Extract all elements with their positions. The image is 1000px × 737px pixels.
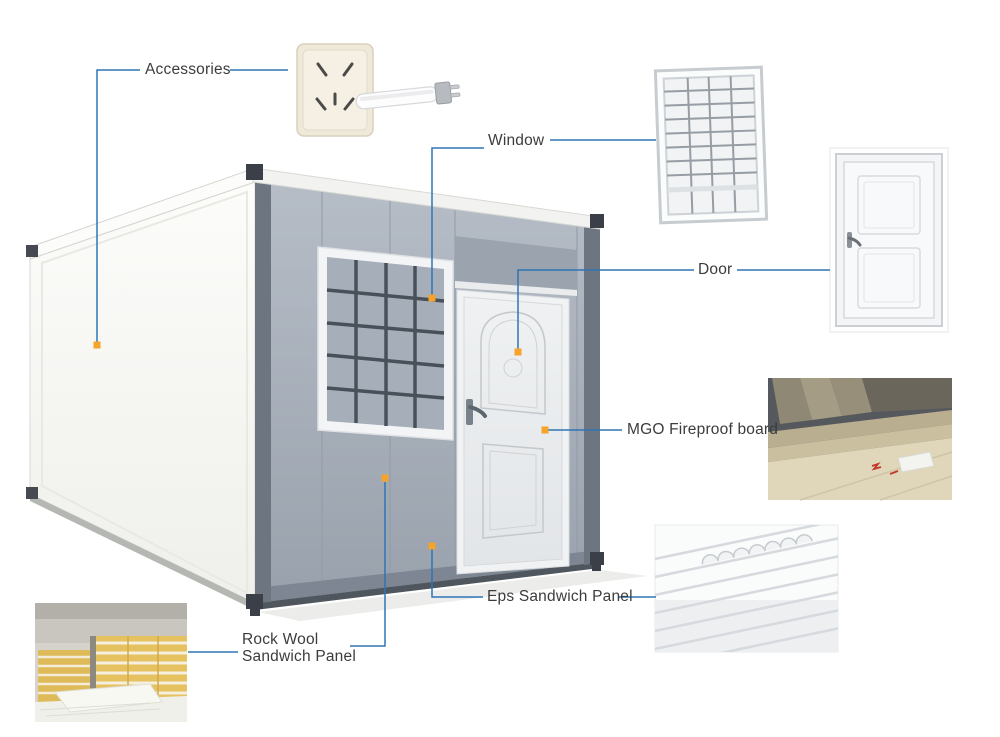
led-tube-end-cap bbox=[434, 81, 453, 105]
house-door-embossing bbox=[480, 311, 546, 539]
rockwool-foreground-sheets bbox=[35, 683, 187, 722]
leader-markers bbox=[93, 294, 549, 550]
container-house bbox=[26, 164, 648, 621]
leader-lines bbox=[96, 69, 830, 653]
marker-rockwool bbox=[381, 474, 389, 482]
socket-holes bbox=[315, 62, 355, 111]
marker-window bbox=[428, 294, 436, 302]
house-corner-fittings bbox=[26, 164, 604, 616]
leader-door-to-target bbox=[517, 269, 694, 349]
marker-door bbox=[514, 348, 522, 356]
door-photo-handle-plate bbox=[847, 232, 852, 248]
led-tube bbox=[355, 81, 461, 110]
rockwool-post bbox=[90, 636, 96, 702]
accessories-photo bbox=[288, 34, 461, 146]
house-corner-post-left bbox=[255, 180, 271, 603]
label-eps-sandwich-panel: Eps Sandwich Panel bbox=[487, 588, 633, 605]
house-window bbox=[317, 246, 454, 441]
marker-eps bbox=[428, 542, 436, 550]
door-photo-embossing bbox=[857, 175, 921, 309]
house-left-wall-frame bbox=[41, 190, 248, 595]
house-door bbox=[455, 236, 577, 575]
marker-accessories bbox=[93, 341, 101, 349]
eps-photo bbox=[654, 524, 839, 653]
house-corner-post-right bbox=[584, 226, 600, 565]
leader-rockwool-to-target bbox=[350, 482, 386, 647]
leader-eps-to-target bbox=[431, 549, 483, 598]
house-door-handle bbox=[468, 405, 487, 418]
window-photo-mid-rail bbox=[667, 184, 758, 193]
house-door-lintel bbox=[455, 281, 577, 296]
marker-mgo bbox=[541, 426, 549, 434]
leader-accessories-to-target bbox=[96, 69, 140, 342]
label-door: Door bbox=[698, 261, 733, 278]
door-photo bbox=[829, 147, 949, 333]
mgo-red-marks bbox=[871, 462, 899, 475]
mgo-paper-sheet bbox=[897, 451, 935, 473]
label-accessories: Accessories bbox=[145, 61, 231, 78]
mgo-leaning-boards bbox=[772, 378, 952, 424]
house-shadow bbox=[258, 570, 648, 621]
house-door-header bbox=[455, 236, 577, 293]
eps-panel-ribs bbox=[655, 525, 838, 652]
mgo-board-stack bbox=[768, 410, 953, 501]
house-door-handle-plate bbox=[466, 399, 473, 425]
house-underside bbox=[255, 562, 600, 610]
label-mgo-fireproof-board: MGO Fireproof board bbox=[627, 421, 779, 438]
door-photo-handle bbox=[847, 236, 862, 247]
label-window: Window bbox=[488, 132, 545, 149]
eps-panel-profile-edge bbox=[701, 534, 813, 565]
window-photo bbox=[650, 62, 772, 228]
rockwool-ceiling bbox=[35, 603, 187, 619]
house-left-wall-bottom-edge bbox=[30, 494, 255, 610]
label-rock-wool-sandwich-panel: Rock Wool Sandwich Panel bbox=[242, 631, 356, 665]
led-tube-pin bbox=[450, 92, 461, 98]
mgo-photo bbox=[768, 378, 953, 501]
socket-inner-plate bbox=[302, 49, 368, 131]
rockwool-photo bbox=[35, 603, 187, 722]
house-window-bars bbox=[326, 260, 445, 428]
leader-window-to-target bbox=[431, 147, 484, 295]
led-tube-pin bbox=[449, 84, 460, 90]
door-photo-leaf bbox=[843, 161, 935, 319]
